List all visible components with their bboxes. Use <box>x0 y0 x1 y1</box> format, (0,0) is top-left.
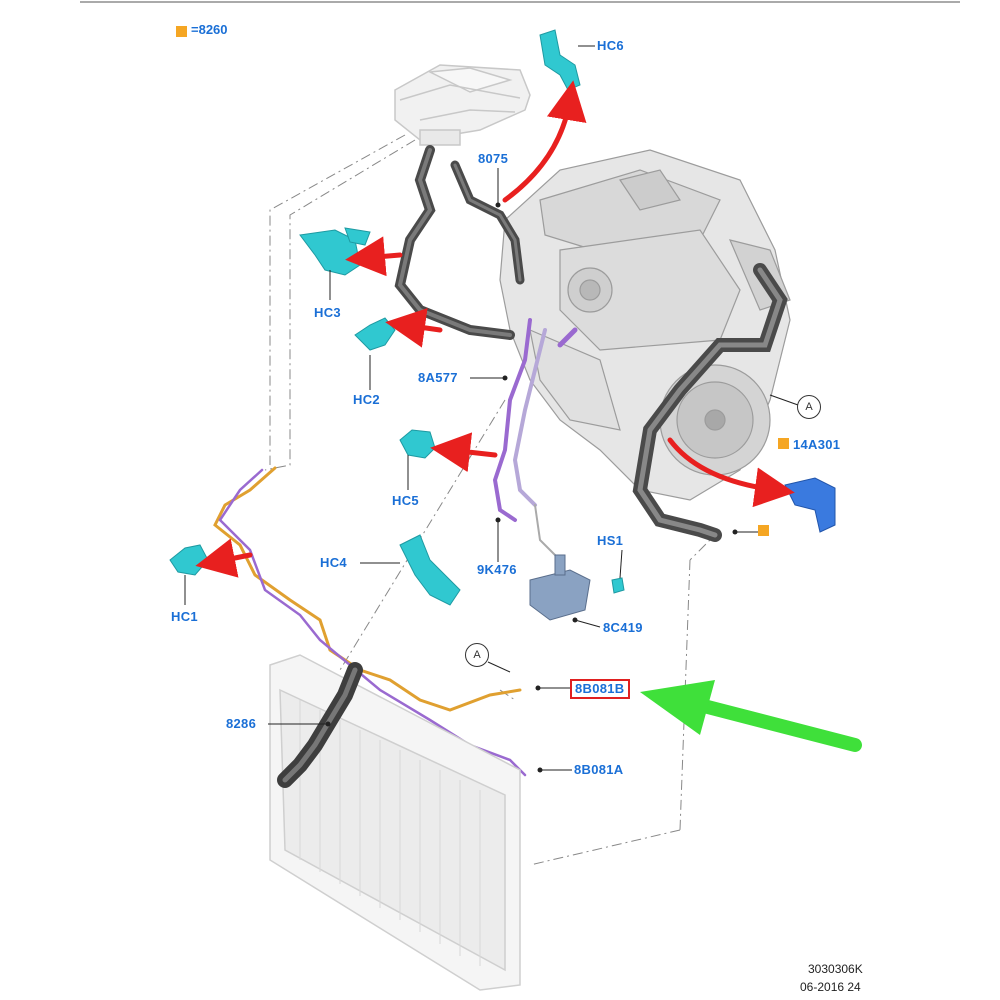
label-14a301: 14A301 <box>793 437 841 452</box>
label-8075: 8075 <box>478 151 509 166</box>
label-9k476: 9K476 <box>477 562 517 577</box>
label-hc1: HC1 <box>171 609 198 624</box>
label-8a577: 8A577 <box>418 370 458 385</box>
legend-equals: =8260 <box>191 22 228 37</box>
label-8286: 8286 <box>226 716 257 731</box>
clip-hc6 <box>539 29 581 91</box>
label-8b081a: 8B081A <box>574 762 624 777</box>
hose-8286 <box>277 662 363 788</box>
leader-a-engine <box>769 394 799 406</box>
label-hc2: HC2 <box>353 392 380 407</box>
purple-lines <box>492 318 578 561</box>
sensor-module-8c419 <box>529 554 591 621</box>
expansion-tank <box>394 64 531 146</box>
drawing-number: 3030306K <box>808 962 863 976</box>
label-hc5: HC5 <box>392 493 419 508</box>
clip-hc4 <box>399 534 461 606</box>
label-hc6: HC6 <box>597 38 624 53</box>
radiator <box>269 654 521 991</box>
leader-a-wiring <box>487 661 511 673</box>
clip-hc5 <box>399 429 436 459</box>
label-8b081b-highlighted: 8B081B <box>570 679 630 699</box>
reference-marker-a-engine: A <box>797 395 821 419</box>
drawing-date: 06-2016 24 <box>800 980 861 994</box>
label-hs1: HS1 <box>597 533 624 548</box>
orange-marker-square <box>758 525 769 536</box>
clip-hc2 <box>354 317 396 351</box>
clip-hc1 <box>169 544 209 576</box>
callout-arrows <box>195 80 795 578</box>
leader-dots <box>325 202 738 773</box>
orange-marker-square-14a301 <box>778 438 789 449</box>
label-hc3: HC3 <box>314 305 341 320</box>
legend-code: 8260 <box>198 22 228 37</box>
bracket-14a301 <box>784 477 836 533</box>
reference-marker-a-wiring: A <box>465 643 489 667</box>
sensor-hs1 <box>611 577 625 594</box>
hose-lower-engine <box>632 263 788 542</box>
hose-8075 <box>394 145 525 340</box>
label-hc4: HC4 <box>320 555 347 570</box>
legend-square <box>176 26 187 37</box>
leader-lines <box>184 45 758 771</box>
label-8c419: 8C419 <box>603 620 643 635</box>
clip-hc3 <box>299 227 371 276</box>
green-pointer-arrow <box>640 680 862 752</box>
